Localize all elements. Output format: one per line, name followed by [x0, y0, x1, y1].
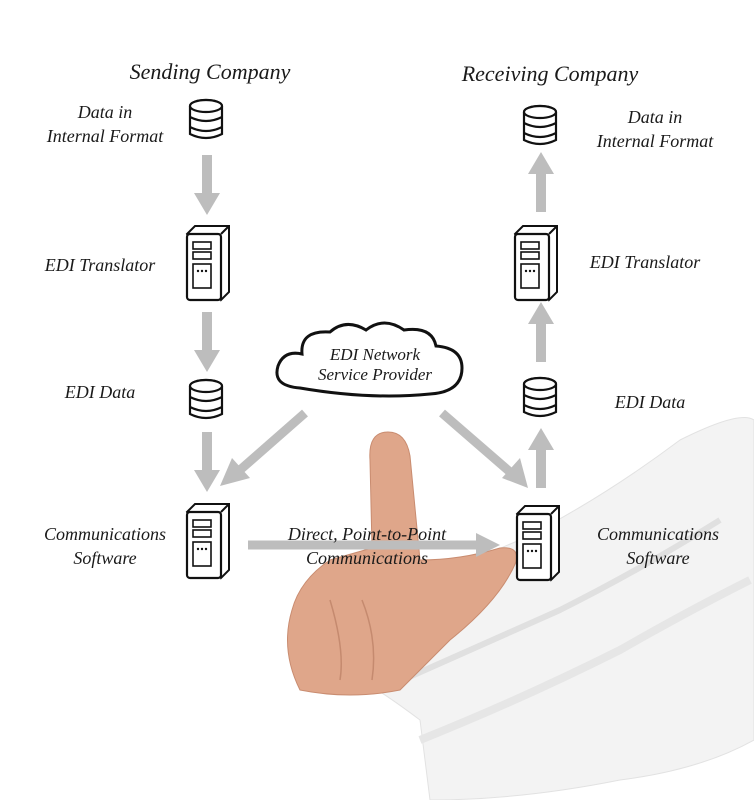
server-icon-sending-translator — [185, 224, 231, 302]
label-line: Communications — [43, 524, 166, 544]
hand — [287, 431, 518, 696]
label-line: Software — [626, 548, 690, 568]
direct-comm-label: Direct, Point-to-Point Communications — [262, 522, 472, 570]
label-line: EDI Network — [329, 345, 421, 364]
database-icon-receiving-edi — [522, 376, 558, 418]
sending-data-internal-label: Data in Internal Format — [20, 100, 190, 148]
receiving-data-internal-label: Data in Internal Format — [570, 105, 740, 153]
label-line: Communications — [596, 524, 719, 544]
receiving-comm-label: Communications Software — [568, 522, 748, 570]
database-icon-sending-internal — [188, 98, 224, 140]
sending-company-title: Sending Company — [129, 59, 291, 84]
arrows-right — [528, 152, 554, 488]
label-line: Internal Format — [596, 131, 714, 151]
receiving-translator-label: EDI Translator — [589, 252, 701, 272]
arrows-left — [194, 155, 220, 492]
arrow-network-to-receiver — [439, 409, 513, 476]
server-icon-receiving-translator — [513, 224, 559, 302]
receiving-edi-data-label: EDI Data — [614, 392, 686, 412]
label-line: Data in — [77, 102, 133, 122]
label-line: Service Provider — [317, 365, 433, 384]
arrow-up-2 — [528, 302, 554, 362]
sending-translator-label: EDI Translator — [44, 255, 156, 275]
network-arrows — [237, 409, 513, 550]
arrow-down-1 — [194, 155, 220, 215]
arrow-up-3 — [528, 428, 554, 488]
receiving-company-title: Receiving Company — [461, 61, 639, 86]
database-icon-receiving-internal — [522, 104, 558, 146]
network-label: EDI Network Service Provider — [290, 345, 460, 385]
server-icon-sending-comm — [185, 502, 231, 580]
label-line: Internal Format — [46, 126, 164, 146]
label-line: Communications — [305, 548, 428, 568]
sending-comm-label: Communications Software — [20, 522, 190, 570]
server-icon-receiving-comm — [515, 504, 561, 582]
arrow-down-3 — [194, 432, 220, 492]
database-icon-sending-edi — [188, 378, 224, 420]
sending-edi-data-label: EDI Data — [64, 382, 136, 402]
arrow-network-to-sender — [237, 409, 308, 474]
arrow-down-2 — [194, 312, 220, 372]
cloud-icon — [275, 321, 464, 398]
label-line: Data in — [627, 107, 683, 127]
arrow-up-1 — [528, 152, 554, 212]
label-line: Software — [73, 548, 137, 568]
label-line: Direct, Point-to-Point — [287, 524, 447, 544]
